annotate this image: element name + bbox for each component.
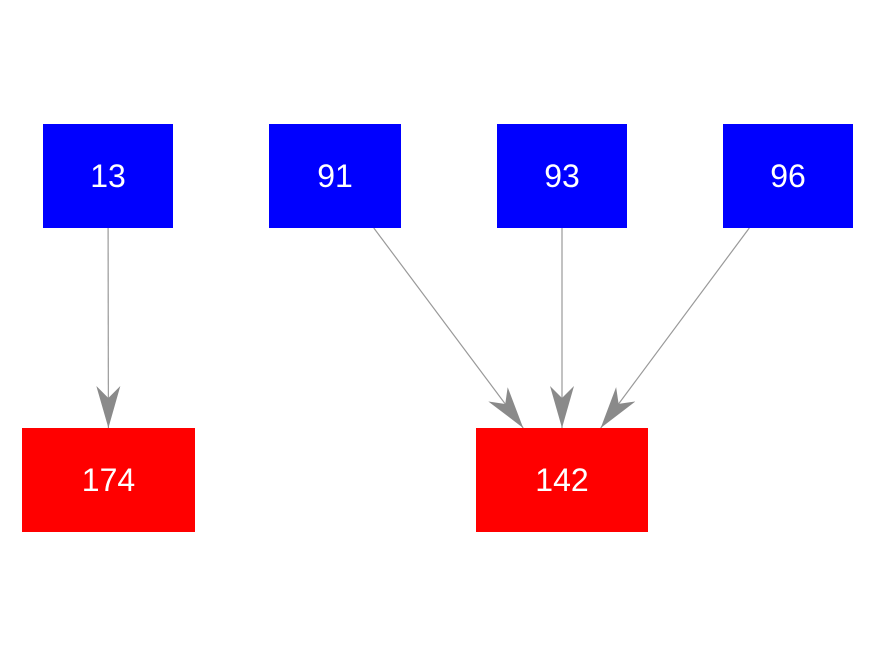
node-label: 142 [535,462,589,498]
node-label: 13 [90,158,126,194]
diagram-node-13[interactable]: 13 [43,124,173,228]
node-label: 91 [317,158,353,194]
node-label: 96 [770,158,806,194]
diagram-node-142[interactable]: 142 [476,428,648,532]
edge-91-to-142 [373,227,524,429]
diagram-node-91[interactable]: 91 [269,124,401,228]
diagram-node-96[interactable]: 96 [723,124,853,228]
diagram-node-93[interactable]: 93 [497,124,627,228]
diagram-node-174[interactable]: 174 [22,428,195,532]
node-label: 174 [81,462,136,498]
edge-96-to-142 [600,227,750,429]
node-label: 93 [544,158,580,194]
